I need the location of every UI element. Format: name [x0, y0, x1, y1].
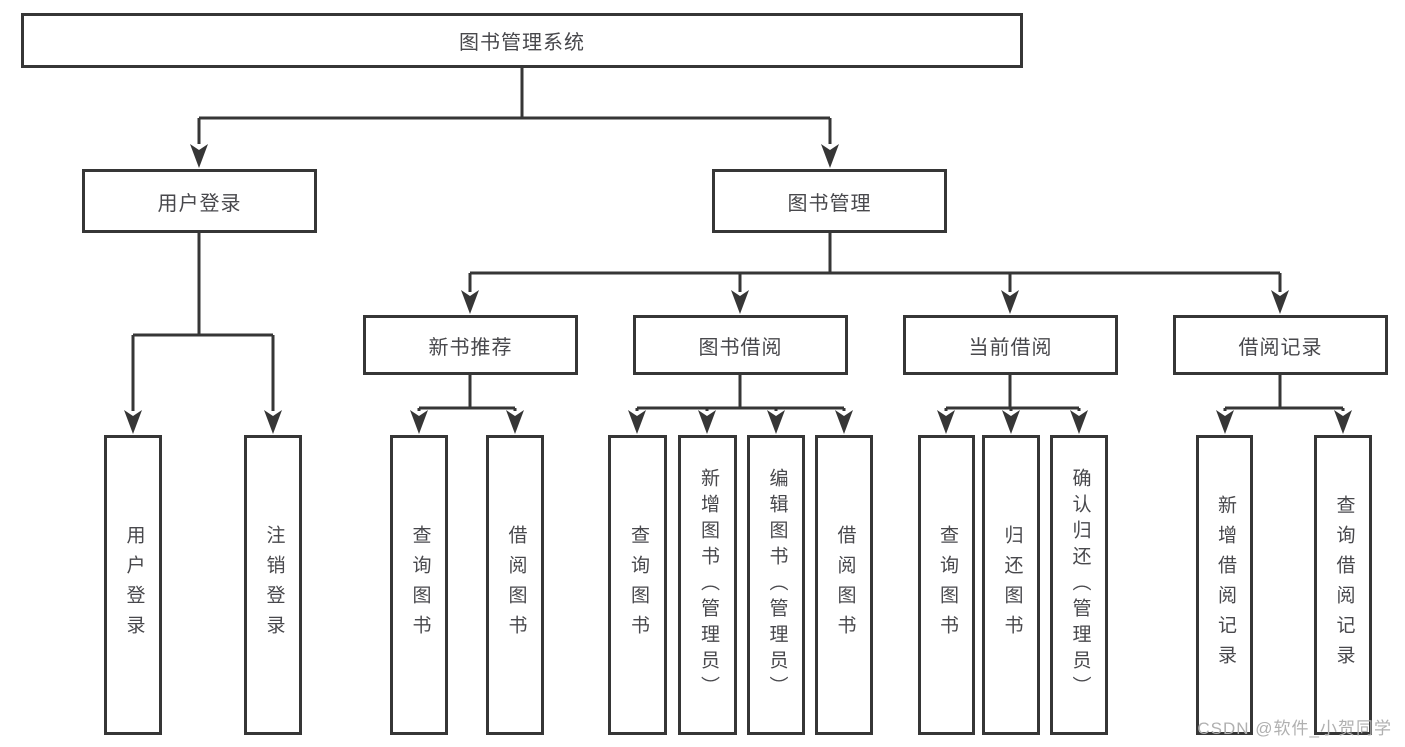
- leaf-borrow-books-recommend-label: 借阅图书: [505, 525, 527, 645]
- leaf-return-book: 归还图书: [982, 435, 1040, 735]
- leaf-confirm-return-admin: 确认归还（管理员）: [1050, 435, 1108, 735]
- leaf-user-login-label: 用户登录: [123, 525, 145, 645]
- node-root: 图书管理系统: [21, 13, 1023, 68]
- node-new-book-recommend: 新书推荐: [363, 315, 578, 375]
- leaf-user-login: 用户登录: [104, 435, 162, 735]
- leaf-query-books-recommend-label: 查询图书: [409, 525, 431, 645]
- watermark: CSDN @软件_小贺同学: [1197, 719, 1392, 738]
- leaf-borrow-books-borrow: 借阅图书: [815, 435, 873, 735]
- node-new-book-recommend-label: 新书推荐: [428, 336, 513, 359]
- node-book-management: 图书管理: [712, 169, 947, 233]
- connector-book-management: [468, 233, 1282, 292]
- node-borrow-records: 借阅记录: [1173, 315, 1388, 375]
- leaf-query-books-borrow-label: 查询图书: [627, 525, 649, 645]
- leaf-logout: 注销登录: [244, 435, 302, 735]
- node-user-login: 用户登录: [82, 169, 317, 233]
- connector-new-book-recommend: [417, 375, 517, 411]
- connector-book-borrow: [635, 375, 846, 411]
- node-borrow-records-label: 借阅记录: [1238, 336, 1323, 359]
- leaf-borrow-books-borrow-label: 借阅图书: [834, 525, 856, 645]
- leaf-query-books-borrow: 查询图书: [608, 435, 667, 735]
- arrowheads: [124, 144, 1352, 434]
- leaf-confirm-return-admin-label: 确认归还（管理员）: [1069, 468, 1091, 702]
- leaf-borrow-books-recommend: 借阅图书: [486, 435, 544, 735]
- leaf-add-book-admin-label: 新增图书（管理员）: [697, 468, 719, 702]
- leaf-add-book-admin: 新增图书（管理员）: [678, 435, 737, 735]
- leaf-edit-book-admin-label: 编辑图书（管理员）: [766, 468, 788, 702]
- leaf-edit-book-admin: 编辑图书（管理员）: [747, 435, 805, 735]
- leaf-logout-label: 注销登录: [263, 525, 285, 645]
- leaf-query-borrow-record: 查询借阅记录: [1314, 435, 1372, 735]
- node-book-borrow: 图书借阅: [633, 315, 848, 375]
- node-current-borrow-label: 当前借阅: [968, 336, 1053, 359]
- connector-current-borrow: [944, 375, 1081, 411]
- connector-borrow-records: [1223, 375, 1345, 411]
- node-current-borrow: 当前借阅: [903, 315, 1118, 375]
- connector-root: [197, 68, 832, 144]
- connector-user-login: [131, 233, 275, 411]
- leaf-add-borrow-record: 新增借阅记录: [1196, 435, 1253, 735]
- leaf-return-book-label: 归还图书: [1001, 525, 1023, 645]
- node-user-login-label: 用户登录: [157, 192, 242, 215]
- leaf-query-books-current: 查询图书: [918, 435, 975, 735]
- leaf-query-books-recommend: 查询图书: [390, 435, 448, 735]
- node-book-management-label: 图书管理: [787, 192, 872, 215]
- node-root-label: 图书管理系统: [459, 32, 585, 54]
- node-book-borrow-label: 图书借阅: [698, 336, 783, 359]
- leaf-query-books-current-label: 查询图书: [936, 525, 958, 645]
- leaf-add-borrow-record-label: 新增借阅记录: [1214, 495, 1236, 675]
- leaf-query-borrow-record-label: 查询借阅记录: [1333, 495, 1355, 675]
